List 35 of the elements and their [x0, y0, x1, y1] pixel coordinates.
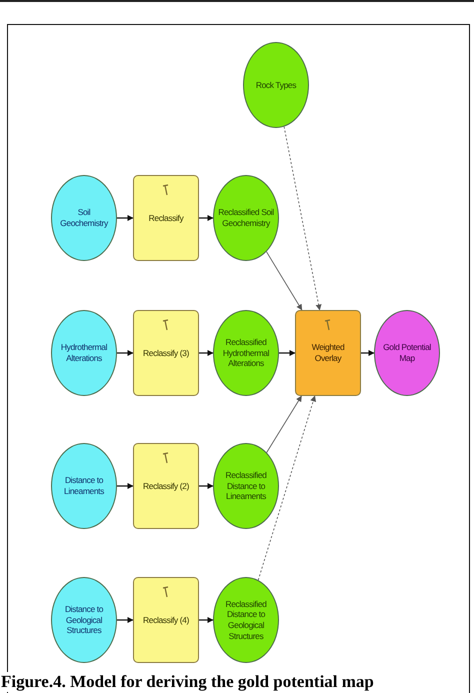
- tool-box: [133, 443, 199, 529]
- node-label: Reclassify: [148, 212, 185, 224]
- tool-box: [133, 175, 199, 261]
- arrow: [199, 617, 214, 623]
- arrow: [361, 350, 374, 356]
- arrow: [117, 483, 134, 489]
- arrow: [284, 126, 322, 310]
- tool-box: [133, 577, 199, 663]
- node-label: Reclassify (2): [142, 480, 190, 492]
- arrow: [266, 396, 302, 453]
- arrow: [258, 396, 316, 580]
- arrow: [199, 215, 214, 221]
- node-label: Hydrothermal Alterations: [60, 342, 108, 364]
- arrow: [199, 350, 214, 356]
- arrow: [117, 617, 134, 623]
- tool-box: [295, 310, 361, 396]
- figure-caption: Figure.4. Model for deriving the gold potential map: [1, 672, 374, 692]
- arrow: [199, 483, 214, 489]
- node-label: Weighted Overlay: [310, 342, 346, 364]
- node-label: Reclassified Soil Geochemistry: [217, 207, 275, 229]
- node-label: Soil Geochemistry: [59, 207, 110, 229]
- tool-box: [133, 310, 199, 396]
- node-label: Rock Types: [254, 80, 298, 90]
- node-label: Gold Potential Map: [382, 342, 432, 364]
- arrow: [117, 350, 134, 356]
- arrow: [279, 350, 296, 356]
- arrow: [117, 215, 134, 221]
- node-label: Distance to Geological Structures: [64, 604, 104, 636]
- node-label: Reclassified Distance to Lineaments: [224, 470, 268, 502]
- node-label: Reclassify (4): [142, 614, 190, 626]
- arrow: [266, 251, 302, 310]
- node-label: Reclassified Hydrothermal Alterations: [222, 337, 270, 369]
- node-label: Distance to Lineaments: [63, 475, 105, 497]
- node-label: Reclassify (3): [142, 348, 190, 358]
- node-label: Reclassified Distance to Geological Structures: [224, 598, 268, 642]
